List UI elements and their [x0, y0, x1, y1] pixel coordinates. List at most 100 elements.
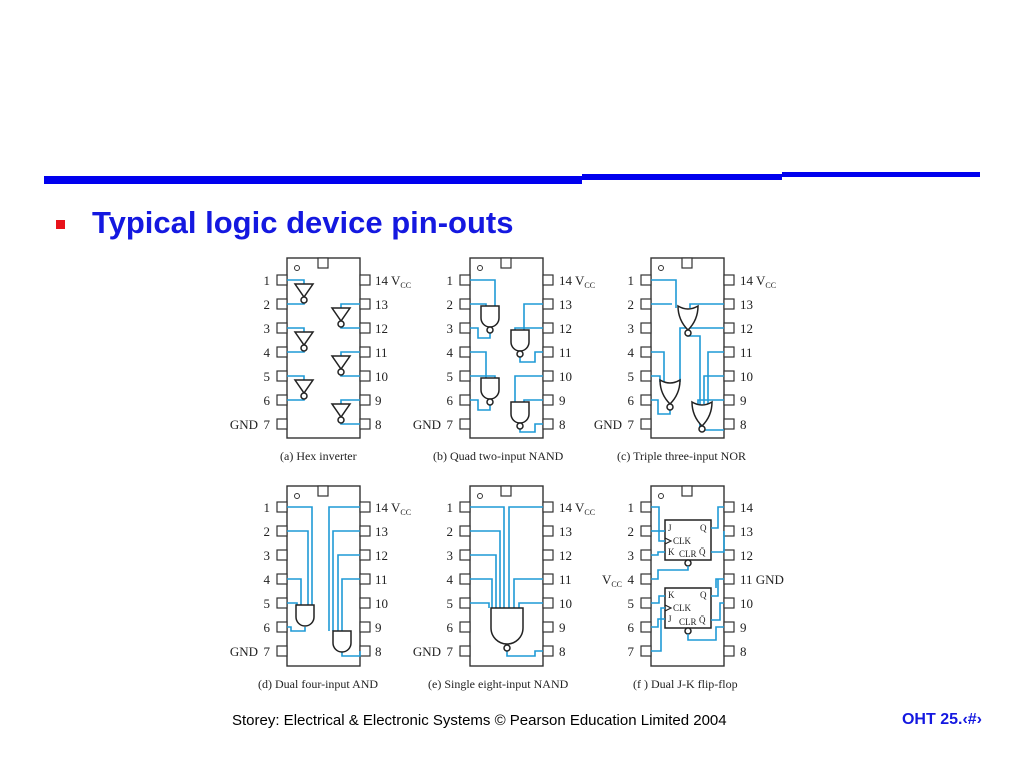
svg-text:6: 6 [447, 393, 454, 408]
svg-text:11 GND: 11 GND [740, 572, 784, 587]
svg-text:14 VCC: 14 VCC [740, 273, 776, 290]
svg-text:6: 6 [447, 620, 454, 635]
caption-a: (a) Hex inverter [280, 449, 357, 463]
svg-text:9: 9 [559, 620, 566, 635]
svg-text:7: 7 [628, 644, 635, 659]
svg-text:10: 10 [375, 596, 388, 611]
svg-text:10: 10 [559, 596, 572, 611]
svg-text:11: 11 [740, 345, 753, 360]
svg-text:7: 7 [628, 417, 635, 432]
svg-text:8: 8 [375, 644, 382, 659]
svg-text:13: 13 [559, 524, 572, 539]
caption-f: (f ) Dual J-K flip-flop [633, 677, 738, 691]
svg-text:14: 14 [740, 500, 754, 515]
svg-text:8: 8 [559, 644, 566, 659]
svg-text:12: 12 [740, 548, 753, 563]
svg-text:Q: Q [700, 523, 707, 533]
svg-text:9: 9 [740, 393, 747, 408]
svg-text:5: 5 [447, 369, 454, 384]
svg-text:4: 4 [264, 572, 271, 587]
diagram-quad-nand: 1 2 3 4 5 6 7 GND 14 VCC 13 12 11 10 9 8… [413, 257, 595, 463]
svg-text:12: 12 [375, 321, 388, 336]
svg-text:13: 13 [375, 524, 388, 539]
svg-text:Q̄: Q̄ [699, 547, 706, 557]
svg-text:Q: Q [700, 590, 707, 600]
svg-text:5: 5 [447, 596, 454, 611]
svg-text:14 VCC: 14 VCC [559, 273, 595, 290]
diagram-triple-nor: 1 2 3 4 5 6 7 GND 14 VCC 13 12 11 10 9 8… [594, 257, 776, 463]
svg-text:8: 8 [559, 417, 566, 432]
diagram-eight-input-nand: 1 2 3 4 5 6 7 GND 14 VCC 13 12 11 10 9 8… [413, 485, 595, 691]
diagram-dual-and: 1 2 3 4 5 6 7 GND 14 VCC 13 12 11 10 9 8… [230, 485, 411, 691]
header-rule-medium [582, 174, 782, 180]
svg-text:3: 3 [447, 548, 454, 563]
footer-copyright: Storey: Electrical & Electronic Systems … [232, 712, 727, 729]
svg-text:11: 11 [559, 345, 572, 360]
svg-text:4: 4 [264, 345, 271, 360]
svg-text:GND: GND [230, 417, 258, 432]
svg-text:5: 5 [264, 369, 271, 384]
svg-text:GND: GND [413, 417, 441, 432]
svg-text:GND: GND [594, 417, 622, 432]
slide-number: OHT 25.‹#› [901, 711, 982, 728]
diagram-hex-inverter: 1 2 3 4 5 6 7 GND 14 VCC 13 12 11 10 9 8… [230, 257, 411, 463]
svg-text:10: 10 [559, 369, 572, 384]
svg-text:K: K [668, 590, 675, 600]
svg-text:12: 12 [559, 548, 572, 563]
svg-text:9: 9 [375, 620, 382, 635]
svg-text:3: 3 [447, 321, 454, 336]
svg-text:3: 3 [628, 321, 635, 336]
svg-text:14 VCC: 14 VCC [375, 500, 411, 517]
header-rule-thick [44, 176, 582, 184]
svg-text:1: 1 [447, 500, 454, 515]
svg-text:2: 2 [628, 524, 635, 539]
svg-text:4: 4 [628, 572, 635, 587]
svg-text:9: 9 [559, 393, 566, 408]
svg-text:2: 2 [264, 524, 271, 539]
svg-text:CLR: CLR [679, 549, 697, 559]
svg-text:1: 1 [447, 273, 454, 288]
svg-text:2: 2 [628, 297, 635, 312]
header-rule-thin [782, 172, 980, 177]
svg-text:GND: GND [413, 644, 441, 659]
svg-text:13: 13 [559, 297, 572, 312]
svg-text:8: 8 [375, 417, 382, 432]
svg-text:10: 10 [375, 369, 388, 384]
svg-text:8: 8 [740, 644, 747, 659]
svg-text:13: 13 [740, 524, 753, 539]
svg-text:1: 1 [628, 273, 635, 288]
svg-text:6: 6 [264, 393, 271, 408]
svg-text:J: J [668, 614, 672, 624]
caption-d: (d) Dual four-input AND [258, 677, 378, 691]
svg-text:CLK: CLK [673, 603, 692, 613]
svg-text:12: 12 [740, 321, 753, 336]
svg-text:9: 9 [375, 393, 382, 408]
svg-text:10: 10 [740, 596, 753, 611]
svg-text:7: 7 [264, 644, 271, 659]
svg-text:CLR: CLR [679, 617, 697, 627]
bullet-icon [56, 220, 65, 229]
svg-text:12: 12 [559, 321, 572, 336]
svg-text:Q̄: Q̄ [699, 615, 706, 625]
svg-text:11: 11 [375, 345, 388, 360]
svg-text:3: 3 [628, 548, 635, 563]
svg-text:14 VCC: 14 VCC [375, 273, 411, 290]
svg-text:2: 2 [264, 297, 271, 312]
svg-text:9: 9 [740, 620, 747, 635]
svg-text:4: 4 [447, 572, 454, 587]
svg-text:13: 13 [375, 297, 388, 312]
svg-text:5: 5 [628, 369, 635, 384]
svg-text:3: 3 [264, 548, 271, 563]
svg-text:8: 8 [740, 417, 747, 432]
svg-text:4: 4 [628, 345, 635, 360]
svg-text:K: K [668, 547, 675, 557]
svg-text:11: 11 [559, 572, 572, 587]
svg-text:VCC: VCC [602, 572, 622, 589]
svg-text:5: 5 [628, 596, 635, 611]
svg-text:1: 1 [264, 273, 271, 288]
svg-text:3: 3 [264, 321, 271, 336]
svg-text:7: 7 [447, 644, 454, 659]
svg-text:5: 5 [264, 596, 271, 611]
